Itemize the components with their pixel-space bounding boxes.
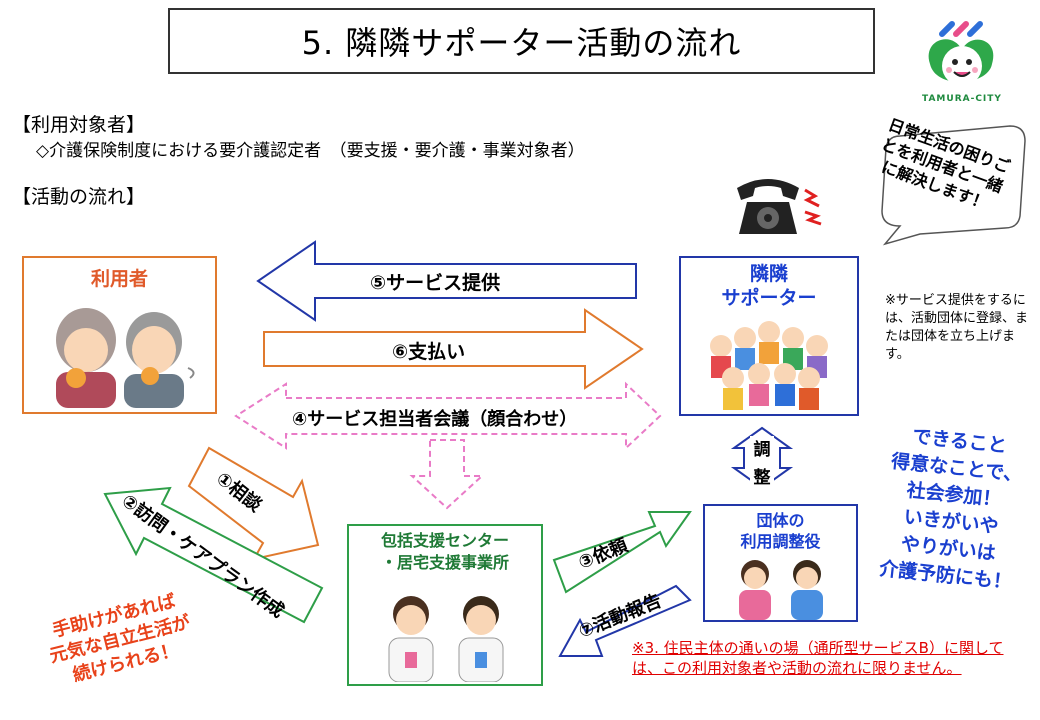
- speech-bubble: [881, 125, 1026, 246]
- supporters-group-illustration: [710, 321, 828, 410]
- coordinators-illustration: [739, 560, 823, 620]
- target-heading: 【利用対象者】: [12, 114, 146, 136]
- center-node: 包括支援センター ・居宅支援事業所: [347, 524, 543, 686]
- meeting-down-arrow: [409, 439, 485, 510]
- flow-heading: 【活動の流れ】: [12, 186, 146, 208]
- page-title: 5. 隣隣サポーター活動の流れ: [168, 8, 875, 74]
- meeting-arrow: [234, 381, 662, 451]
- payment-label: ⑥支払い: [392, 341, 466, 363]
- adjust-label: 調整: [750, 436, 774, 492]
- user-title: 利用者: [90, 268, 148, 290]
- logo-text: TAMURA-CITY: [922, 94, 1002, 104]
- report-arrow: [558, 584, 692, 657]
- user-node: 利用者: [22, 256, 217, 414]
- supporter-title: 隣隣 サポーター: [721, 263, 817, 309]
- org-title: 団体の 利用調整役: [740, 511, 821, 551]
- supporter-note: ※サービス提供をするには、活動団体に登録、または団体を立ち上げます。: [885, 293, 1029, 362]
- bottom-note: ※3. 住民主体の通いの場（通所型サービスB）に関しては、この利用対象者や活動の…: [632, 639, 1004, 677]
- payment-arrow: [263, 308, 644, 390]
- service-arrow: [256, 240, 637, 322]
- service-label: ⑤サービス提供: [370, 272, 501, 294]
- meeting-label: ④サービス担当者会議（顔合わせ）: [292, 409, 578, 430]
- supporter-node: 隣隣 サポーター: [679, 256, 859, 416]
- request-arrow: [552, 511, 692, 594]
- blue-note: できること 得意なことで、 社会参加！ いきがいや やりがいは 介護予防にも！: [878, 425, 1024, 594]
- org-node: 団体の 利用調整役: [703, 504, 858, 622]
- center-title: 包括支援センター ・居宅支援事業所: [380, 531, 509, 572]
- target-description: ◇介護保険制度における要介護認定者 （要支援・要介護・事業対象者）: [36, 141, 585, 161]
- care-staff-illustration: [388, 596, 504, 682]
- visit-arrow: [103, 486, 324, 624]
- elderly-users-illustration: [56, 308, 195, 408]
- telephone-icon: [737, 179, 822, 234]
- consult-arrow: [187, 446, 320, 561]
- tamura-city-logo: [928, 21, 994, 86]
